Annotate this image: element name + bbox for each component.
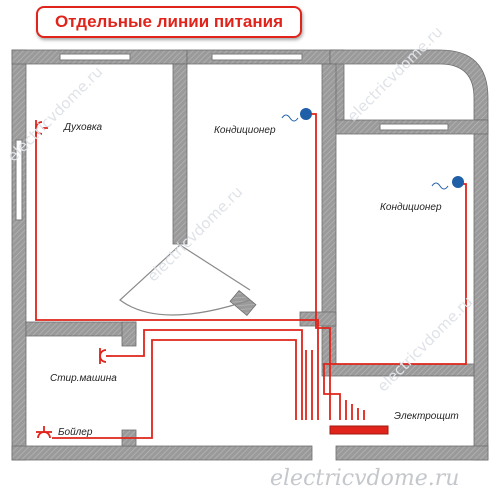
ac1-outlet-icon bbox=[281, 108, 312, 122]
walls bbox=[11, 49, 489, 461]
windows bbox=[15, 53, 449, 221]
washer-socket-icon bbox=[99, 348, 112, 364]
door-swing bbox=[119, 244, 251, 316]
footer-watermark: electricvdome.ru bbox=[270, 466, 460, 491]
boiler-socket-icon bbox=[36, 426, 52, 439]
power-lines bbox=[35, 113, 467, 439]
oven-socket-icon bbox=[35, 120, 48, 136]
panel-label: Электрощит bbox=[394, 411, 459, 422]
ac2-outlet-icon bbox=[431, 176, 464, 190]
electrical-panel bbox=[329, 425, 389, 435]
washer-label: Стир.машина bbox=[50, 373, 117, 384]
oven-label: Духовка bbox=[64, 122, 103, 133]
ac2-label: Кондиционер bbox=[380, 202, 442, 213]
ac1-label: Кондиционер bbox=[214, 125, 276, 136]
boiler-label: Бойлер bbox=[58, 427, 93, 438]
diagram-title: Отдельные линии питания bbox=[36, 6, 302, 38]
